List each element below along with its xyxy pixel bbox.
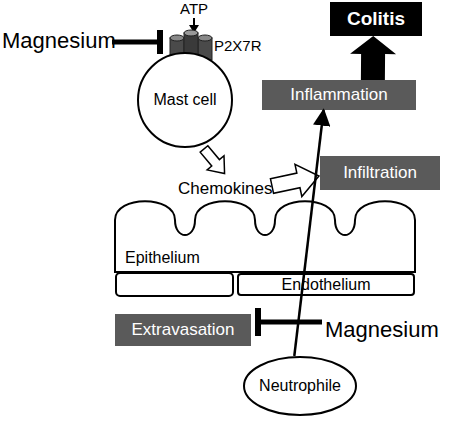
process-box: Inflammation (262, 80, 416, 110)
receptor-subunit-top (198, 35, 212, 41)
inhibition-bar (255, 308, 261, 336)
mediator-label: Chemokines (178, 180, 273, 199)
node-text: Colitis (347, 9, 405, 30)
inhibition-bar (157, 30, 163, 54)
block-arrow (350, 36, 396, 80)
ligand-label: ATP (180, 1, 208, 18)
node-text: Extravasation (132, 321, 235, 340)
cell-circle-shape (138, 53, 232, 147)
receptor-label: P2X7R (214, 38, 262, 55)
endothelium-cell: Endothelium (237, 273, 415, 296)
cell-circle: Mast cell (137, 52, 233, 148)
node-text: Mast cell (153, 91, 216, 109)
cell-ellipse: Neutrophile (243, 356, 357, 416)
node-text: Neutrophile (259, 377, 341, 395)
hollow-arrow (196, 142, 233, 181)
hollow-arrow (269, 160, 323, 202)
inhibition-line (112, 40, 160, 45)
endothelium-cell (116, 273, 233, 296)
cell-ellipse-shape (244, 357, 356, 415)
node-text: Infiltration (343, 164, 417, 183)
receptor-subunit-top (170, 35, 184, 41)
node-text: Epithelium (125, 249, 200, 267)
inhibition-line (258, 320, 322, 325)
epithelium-layer: Epithelium (115, 195, 415, 272)
node-text: Inflammation (290, 86, 387, 105)
atp-arrow (193, 18, 195, 26)
inhibitor-label: Magnesium (325, 318, 439, 342)
arrow-connector (294, 110, 323, 356)
node-text: Endothelium (282, 276, 371, 294)
receptor-subunit-top (184, 30, 198, 36)
inhibitor-label: Magnesium (2, 29, 116, 53)
epithelium-layer-shape (115, 201, 415, 272)
process-box: Extravasation (115, 314, 251, 346)
process-box: Infiltration (320, 156, 440, 190)
outcome-box: Colitis (330, 2, 422, 36)
